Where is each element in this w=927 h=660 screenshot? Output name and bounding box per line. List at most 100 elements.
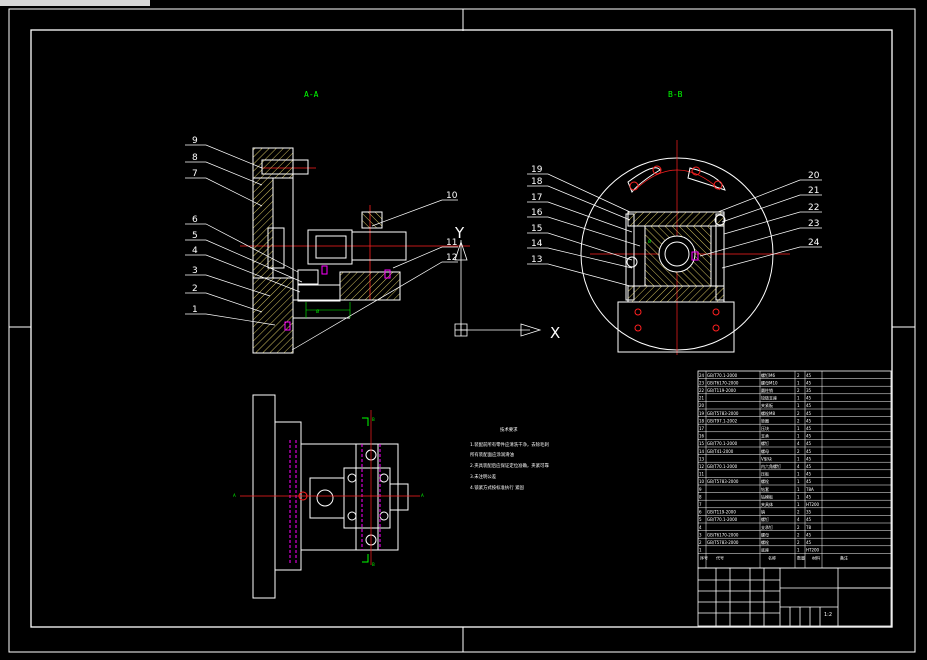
bom-cell: 支承 xyxy=(761,433,769,439)
bom-cell: 45 xyxy=(806,449,812,454)
dimension-text-b: Ø xyxy=(648,239,651,244)
bom-cell: GB/T70.1-2000 xyxy=(707,441,738,446)
bom-cell: 23 xyxy=(699,380,705,385)
bom-cell: 10 xyxy=(699,479,705,484)
bom-cell: 14 xyxy=(699,449,705,454)
bom-cell: HT200 xyxy=(806,502,820,507)
bom-cell: 2 xyxy=(797,532,800,537)
part-num-9: 9 xyxy=(192,136,198,146)
bom-header-cell: 备注 xyxy=(840,554,848,560)
ucs-icon xyxy=(454,240,542,337)
bom-cell: 圆柱销 xyxy=(761,387,773,393)
part-num-19: 19 xyxy=(531,165,543,175)
bom-cell: 45 xyxy=(806,456,812,461)
part-num-10: 10 xyxy=(446,191,458,201)
bom-cell: 24 xyxy=(699,373,705,378)
bom-cell: T8 xyxy=(805,525,811,530)
bom-cell: 2 xyxy=(797,540,800,545)
bom-cell: 1 xyxy=(797,479,800,484)
bom-cell: GB/T6170-2000 xyxy=(707,380,739,385)
bom-cell: 铰链支座 xyxy=(761,395,777,401)
bom-cell: 45 xyxy=(806,532,812,537)
part-num-14: 14 xyxy=(531,239,543,249)
technical-notes: 技术要求 1.装配前所有零件应清洗干净，去除毛刺 所有装配面应涂润滑油 2.夹具… xyxy=(470,426,549,491)
section-view-a[interactable]: Ø xyxy=(240,147,470,354)
part-num-22: 22 xyxy=(808,203,819,213)
bom-cell: 9 xyxy=(699,487,702,492)
bom-cell: 45 xyxy=(806,479,812,484)
bom-cell: 2 xyxy=(797,510,800,515)
ucs-y-label: Y xyxy=(454,224,465,242)
bom-cell: 1 xyxy=(797,487,800,492)
bom-cell: 螺钉M6 xyxy=(761,372,775,378)
bom-cell: 21 xyxy=(699,396,705,401)
bom-cell: 8 xyxy=(699,494,702,499)
bom-cell: 45 xyxy=(806,494,812,499)
part-num-4: 4 xyxy=(192,246,198,256)
bom-cell: 11 xyxy=(699,472,705,477)
bom-cell: 6 xyxy=(699,510,702,515)
bom-cell: 18 xyxy=(699,418,705,423)
bom-cell: 1 xyxy=(797,502,800,507)
bom-cell: 1 xyxy=(797,396,800,401)
bom-cell: GB/T41-2000 xyxy=(707,449,734,454)
bom-cell: 17 xyxy=(699,426,705,431)
section-view-b[interactable]: Ø xyxy=(580,140,790,355)
bom-cell: 2 xyxy=(797,449,800,454)
bom-cell: 螺栓M8 xyxy=(761,410,775,416)
bom-cell: 1 xyxy=(797,426,800,431)
bom-cell: 45 xyxy=(806,396,812,401)
part-num-7: 7 xyxy=(192,169,198,179)
bom-cell: V型块 xyxy=(761,455,772,461)
bom-cell: GB/T70.1-2000 xyxy=(707,464,738,469)
part-num-16: 16 xyxy=(531,208,543,218)
bom-cell: 15 xyxy=(699,441,705,446)
bom-cell: 夹紧板 xyxy=(761,402,773,408)
bom-cell: 1 xyxy=(797,434,800,439)
bom-cell: 45 xyxy=(806,472,812,477)
notes-line-1: 1.装配前所有零件应清洗干净，去除毛刺 xyxy=(470,441,549,448)
bom-cell: 夹具体 xyxy=(761,501,773,507)
bom-cell: 支承钉 xyxy=(761,524,773,530)
bom-cell: 4 xyxy=(797,517,800,522)
dimension-text: Ø xyxy=(316,309,319,314)
bom-cell: 螺母M10 xyxy=(761,379,778,385)
bom-cell: 2 xyxy=(797,525,800,530)
bom-cell: 4 xyxy=(699,525,702,530)
bom-cell: 12 xyxy=(699,464,705,469)
plan-view[interactable] xyxy=(240,394,420,599)
title-block[interactable] xyxy=(697,567,892,627)
bom-cell: 22 xyxy=(699,388,705,393)
bom-cell: 1 xyxy=(699,548,702,553)
part-num-18: 18 xyxy=(531,177,543,187)
bom-cell: 螺母 xyxy=(761,448,769,454)
bom-cell: 钻模板 xyxy=(761,493,773,499)
bom-cell: 2 xyxy=(797,388,800,393)
bom-header-cell: 数量 xyxy=(797,554,805,560)
bom-cell: 压板 xyxy=(761,471,769,477)
bom-cell: 1 xyxy=(797,380,800,385)
bom-cell: 底座 xyxy=(761,547,769,553)
bom-cell: 内六角螺钉 xyxy=(761,463,781,469)
bom-cell: 螺栓 xyxy=(761,539,769,545)
bom-cell: 压块 xyxy=(761,425,769,431)
bom-cell: GB/T5783-2000 xyxy=(707,479,739,484)
bom-cell: T8A xyxy=(805,487,814,492)
bom-cell: 5 xyxy=(699,517,702,522)
part-num-21: 21 xyxy=(808,186,819,196)
bom-cell: 45 xyxy=(806,540,812,545)
bom-cell: 2 xyxy=(699,540,702,545)
bom-cell: 45 xyxy=(806,464,812,469)
bom-cell: 45 xyxy=(806,411,812,416)
part-num-6: 6 xyxy=(192,215,198,225)
bom-cell: GB/T97.1-2002 xyxy=(707,418,738,423)
bom-cell: 45 xyxy=(806,434,812,439)
bom-cell: 1 xyxy=(797,494,800,499)
notes-title: 技术要求 xyxy=(500,426,518,433)
ucs-x-label: X xyxy=(550,324,560,342)
part-num-3: 3 xyxy=(192,266,198,276)
bom-cell: 45 xyxy=(806,418,812,423)
bom-cell: 4 xyxy=(797,441,800,446)
